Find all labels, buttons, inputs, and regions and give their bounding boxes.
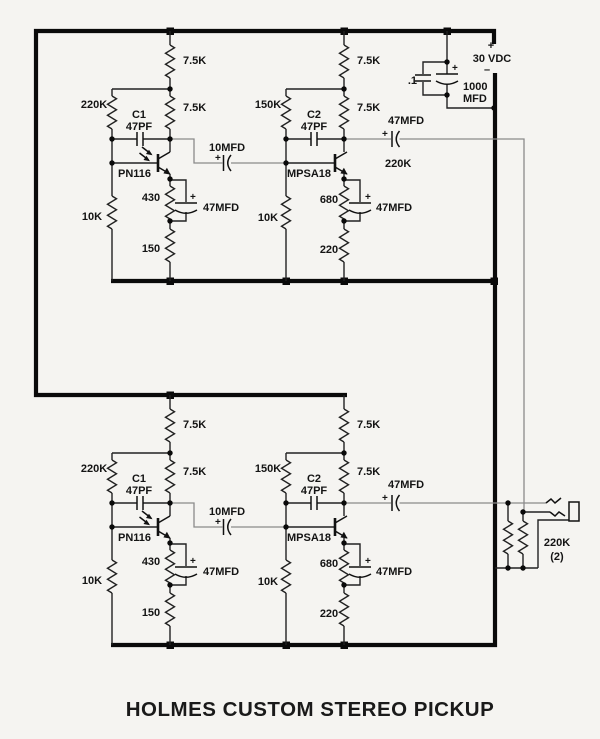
label-q2: MPSA18 [287, 532, 331, 544]
label-r-7p5k-3: 7.5K [357, 55, 380, 67]
label-r-430: 430 [142, 192, 160, 204]
label-bypass1-cap: 47MFD [203, 202, 239, 214]
label-couple-cap: 10MFD [209, 142, 245, 154]
label-c2-value: 47PF [301, 485, 328, 497]
resistor-load-2 [517, 520, 529, 555]
label-r-7p5k-1: 7.5K [183, 419, 206, 431]
label-out-plus: + [382, 129, 388, 140]
label-c2-name: C2 [307, 109, 321, 121]
jack-ring-contact [549, 511, 566, 518]
label-r-7p5k-2: 7.5K [183, 466, 206, 478]
label-r-7p5k-4: 7.5K [357, 466, 380, 478]
label-c1-name: C1 [132, 473, 146, 485]
label-couple-plus: + [215, 517, 221, 528]
vplus-rail [33, 28, 497, 398]
channel-a-output-wire [399, 138, 525, 512]
label-bypass1-plus: + [190, 556, 196, 567]
label-couple-plus: + [215, 153, 221, 164]
power-loop [33, 27, 498, 649]
label-couple-cap: 10MFD [209, 506, 245, 518]
label-bypass1-cap: 47MFD [203, 566, 239, 578]
label-q1: PN116 [118, 168, 151, 180]
channel-a-labels: 7.5K 220K 7.5K C1 47PF PN116 10K 430 150… [81, 55, 424, 256]
channel-b-labels: 7.5K 220K 7.5K C1 47PF PN116 10K 430 150… [81, 419, 424, 620]
label-cap-point1: .1 [408, 75, 417, 87]
power-supply: + 30 VDC – .1 + 1000 MFD [408, 31, 511, 111]
jack-wires [495, 503, 569, 569]
label-r-10k-right: 10K [258, 576, 278, 588]
label-supply-voltage: 30 VDC [473, 53, 512, 65]
label-bypass2-cap: 47MFD [376, 566, 412, 578]
label-r-10k-left: 10K [82, 211, 102, 223]
label-r-680: 680 [320, 558, 338, 570]
output-jack: 220K (2) [495, 497, 580, 571]
label-c1-value: 47PF [126, 485, 153, 497]
label-q1: PN116 [118, 532, 151, 544]
rail-junction-squares [166, 27, 498, 649]
label-r-150k: 150K [255, 463, 281, 475]
label-load-qty: (2) [550, 551, 564, 563]
output-routing [399, 138, 546, 512]
page-title: HOLMES CUSTOM STEREO PICKUP [126, 698, 495, 721]
label-r-220k: 220K [81, 99, 107, 111]
supply-dots [444, 59, 497, 111]
label-cap-1000-plus: + [452, 63, 458, 74]
label-r-7p5k-3: 7.5K [357, 419, 380, 431]
jack-plug-body [568, 501, 580, 522]
label-bypass2-plus: + [365, 556, 371, 567]
label-r-150k: 150K [255, 99, 281, 111]
label-r-220: 220 [320, 244, 338, 256]
label-out-plus: + [382, 493, 388, 504]
label-load-220k: 220K [385, 158, 411, 170]
jack-dots [505, 500, 526, 571]
label-out-cap: 47MFD [388, 115, 424, 127]
label-cap-1000-value: 1000 [463, 81, 487, 93]
label-bypass1-plus: + [190, 192, 196, 203]
label-r-7p5k-2: 7.5K [183, 102, 206, 114]
label-out-cap: 47MFD [388, 479, 424, 491]
resistor-load-1 [502, 520, 514, 555]
capacitor-1000mfd-symbol [435, 73, 459, 85]
label-c2-value: 47PF [301, 121, 328, 133]
label-c1-name: C1 [132, 109, 146, 121]
label-r-430: 430 [142, 556, 160, 568]
label-r-10k-right: 10K [258, 212, 278, 224]
label-r-680: 680 [320, 194, 338, 206]
label-cap-1000-unit: MFD [463, 93, 487, 105]
label-r-10k-left: 10K [82, 575, 102, 587]
label-r-7p5k-1: 7.5K [183, 55, 206, 67]
label-c1-value: 47PF [126, 121, 153, 133]
supply-wires [422, 31, 494, 109]
label-bypass2-cap: 47MFD [376, 202, 412, 214]
ground-bus [111, 73, 498, 648]
label-r-7p5k-4: 7.5K [357, 102, 380, 114]
label-bypass2-plus: + [365, 192, 371, 203]
label-load-value: 220K [544, 537, 570, 549]
label-r-150: 150 [142, 243, 160, 255]
jack-tip-contact [545, 497, 562, 505]
label-r-150: 150 [142, 607, 160, 619]
label-q2: MPSA18 [287, 168, 331, 180]
label-supply-plus: + [488, 40, 494, 52]
capacitor-point1-symbol [414, 74, 432, 82]
label-supply-minus: – [484, 64, 490, 76]
label-c2-name: C2 [307, 473, 321, 485]
label-r-220k: 220K [81, 463, 107, 475]
label-r-220: 220 [320, 608, 338, 620]
